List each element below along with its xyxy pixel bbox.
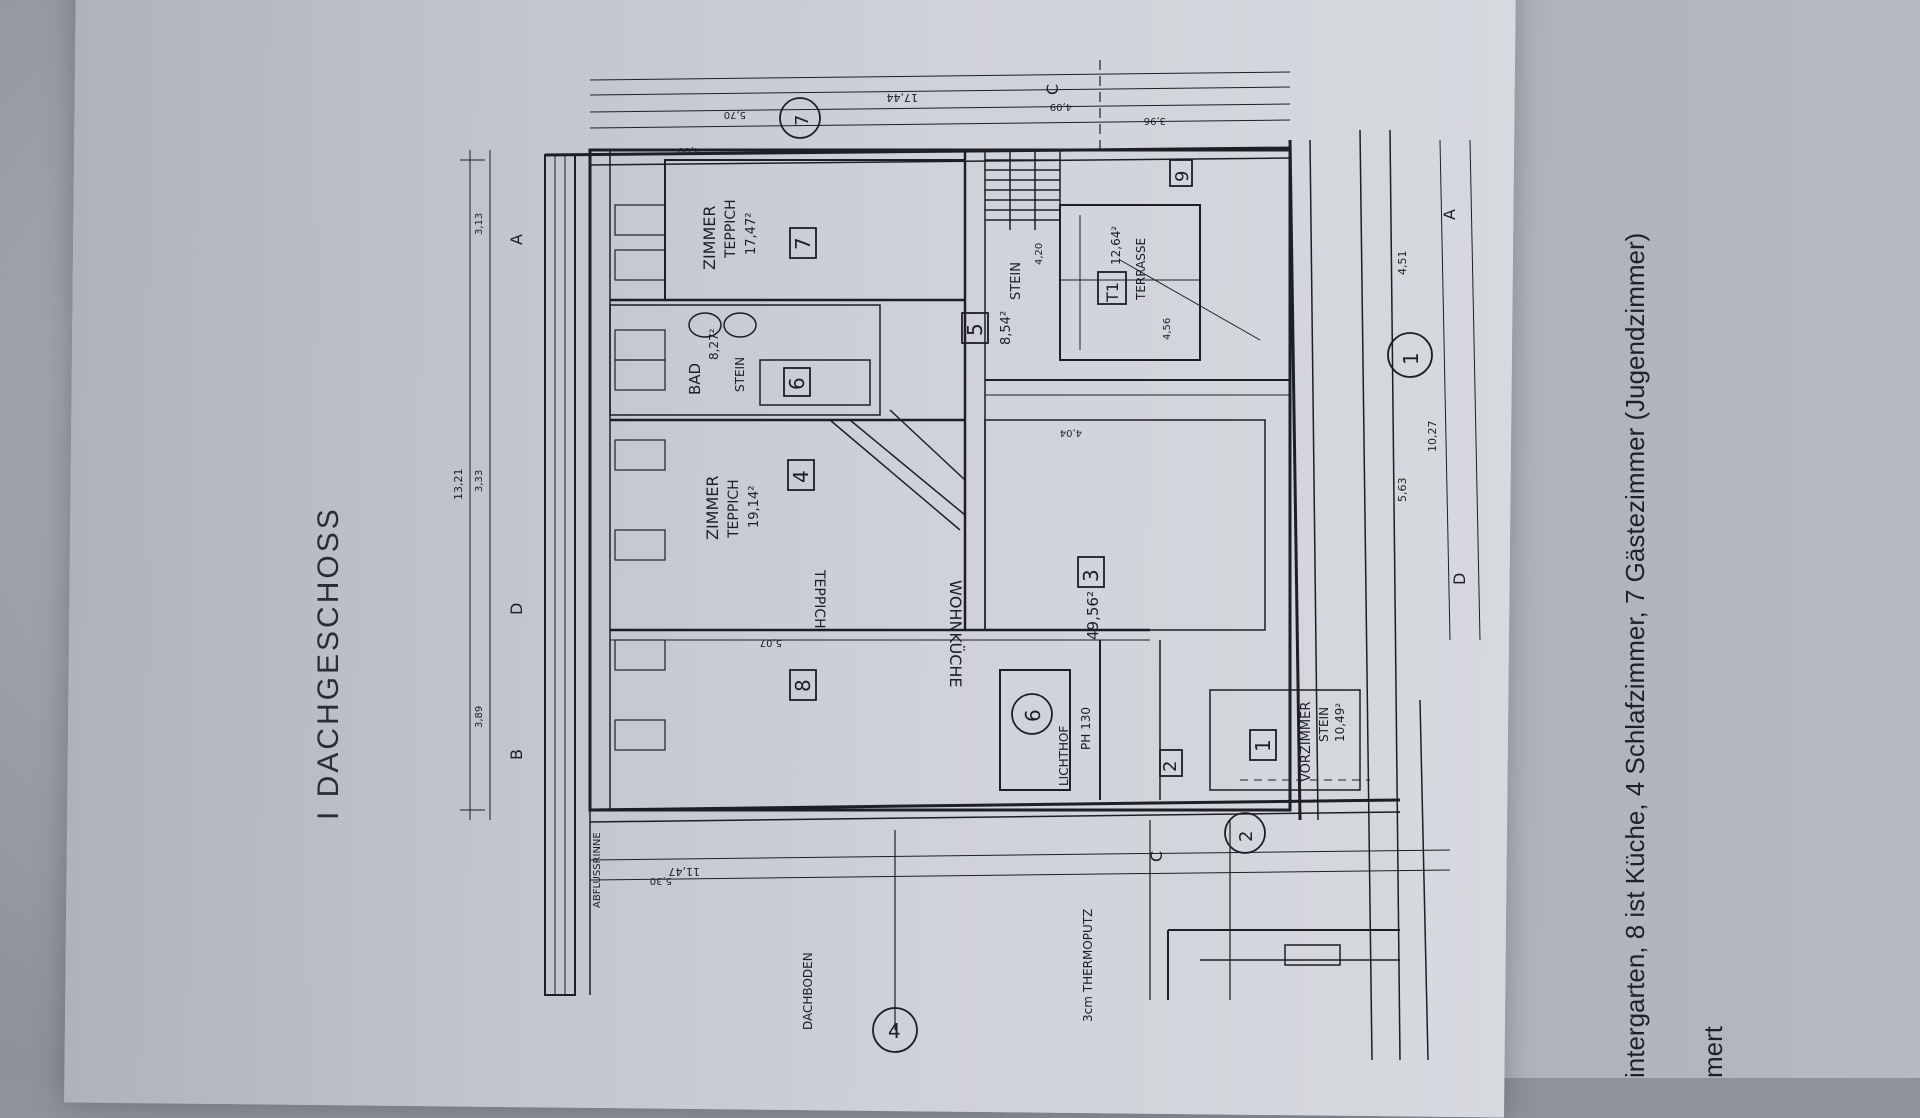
section-c-bottom: C: [1147, 851, 1166, 862]
terrace-name: TERRASSE: [1134, 238, 1148, 301]
section-b-left: B: [507, 749, 526, 760]
section-c-top: C: [1043, 84, 1062, 95]
staircase: [985, 150, 1061, 230]
room-7-number: 7: [791, 237, 815, 250]
room-6b-circle: [1011, 693, 1053, 735]
room-1-number: 1: [1251, 739, 1275, 752]
vorzimmer-outline: [1209, 689, 1361, 791]
room-1-name: VORZIMMER: [1299, 702, 1314, 782]
room-3-number: 3: [1079, 569, 1103, 582]
dim-4-20: 4,20: [1034, 243, 1045, 265]
room-4-area: 19,14²: [747, 486, 762, 528]
room-5-number: 5: [963, 323, 987, 336]
bathtub: [759, 359, 871, 406]
terrace-outline: [1059, 204, 1201, 361]
plan-title: I DACHGESCHOSS: [312, 506, 345, 820]
room-7-floor: TEPPICH: [723, 199, 739, 259]
dim-3-13: 3,13: [474, 213, 485, 235]
axis-circle-2: [1224, 812, 1266, 854]
dim-4-56: 4,56: [1162, 318, 1173, 340]
thermoputz-label: 3cm THERMOPUTZ: [1081, 909, 1095, 1022]
room-3-area: 49,56²: [1084, 591, 1102, 640]
dim-3-33: 3,33: [474, 470, 485, 492]
room-3-floor: TEPPICH: [811, 569, 827, 629]
room-4-number: 4: [789, 470, 813, 483]
terrace-area: 12,64²: [1109, 226, 1123, 265]
room-4-floor: TEPPICH: [726, 479, 742, 539]
dim-5-30: 5,30: [650, 875, 672, 886]
dim-4-09: 4,09: [1050, 101, 1072, 112]
axis-circle-1: [1387, 332, 1433, 378]
room-6b-name: LICHTHOF: [1057, 726, 1071, 786]
caption-line-2: mert: [1698, 1026, 1728, 1078]
dim-13-21: 13,21: [452, 469, 465, 501]
axis-1-label: 1: [1399, 352, 1423, 365]
section-a-left: A: [507, 234, 526, 245]
room-5-floor: STEIN: [1009, 262, 1024, 300]
caption-line-1: intergarten, 8 ist Küche, 4 Schlafzimmer…: [1620, 232, 1650, 1078]
left-outer-wall: [544, 154, 576, 996]
toilet: [688, 312, 722, 338]
bottom-wall: [589, 798, 1401, 812]
lichthof-outline: [999, 669, 1071, 791]
axis-2-label: 2: [1236, 831, 1257, 842]
room-9-number: 9: [1172, 171, 1193, 182]
room-1-area: 10,49²: [1333, 703, 1347, 742]
dim-5-07: 5,07: [760, 637, 782, 648]
dim-5-70: 5,70: [724, 109, 746, 120]
room-6a-name: BAD: [686, 363, 704, 395]
axis-7-label: 7: [792, 115, 813, 126]
floor-plan: ZIMMER TEPPICH 17,47² 7 ZIMMER TEPPICH 1…: [452, 60, 1481, 1061]
terrace-number: T1: [1103, 282, 1122, 303]
wohnkueche-outline: [984, 419, 1266, 631]
axis-4-label: 4: [888, 1019, 901, 1043]
room-6a-area: 8,27²: [707, 328, 721, 360]
room-5-area: 8,54²: [999, 311, 1014, 345]
bidet: [723, 312, 757, 338]
axis-circle-7: [779, 97, 821, 139]
section-a-right: A: [1440, 209, 1459, 220]
right-facade: [1288, 139, 1302, 821]
dim-17-44: 17,44: [887, 91, 919, 104]
room-7-name: ZIMMER: [700, 205, 719, 270]
room-8-number: 8: [791, 679, 815, 692]
dim-3-89: 3,89: [474, 706, 485, 728]
dim-4-00: 4,00: [678, 145, 700, 156]
building-outline: [588, 148, 1292, 812]
abflussrinne-label: ABFLUSSRINNE: [592, 832, 603, 908]
dim-11-47: 11,47: [669, 865, 701, 878]
dim-4-04: 4,04: [1060, 427, 1082, 438]
dim-10-27: 10,27: [1426, 421, 1439, 453]
room-2-number: 2: [1160, 761, 1181, 772]
section-d-left: D: [507, 603, 526, 615]
dachboden-label: DACHBODEN: [801, 952, 815, 1030]
room-6a-number: 6: [785, 377, 809, 390]
room-7-area: 17,47²: [744, 213, 759, 255]
axis-circle-4: [872, 1007, 918, 1053]
dim-3-96: 3,96: [1144, 115, 1166, 126]
dim-5-63: 5,63: [1396, 478, 1409, 503]
section-d-right: D: [1450, 573, 1469, 585]
room-3-name: WOHNKÜCHE: [946, 580, 965, 688]
dim-4-51: 4,51: [1396, 251, 1409, 276]
room-1-floor: STEIN: [1317, 707, 1331, 742]
room-6b-extra: PH 130: [1079, 707, 1093, 750]
room-4-name: ZIMMER: [703, 475, 722, 540]
room-6a-floor: STEIN: [733, 357, 747, 392]
table-surface: [1440, 0, 1920, 1078]
room-6b-number: 6: [1021, 709, 1045, 722]
